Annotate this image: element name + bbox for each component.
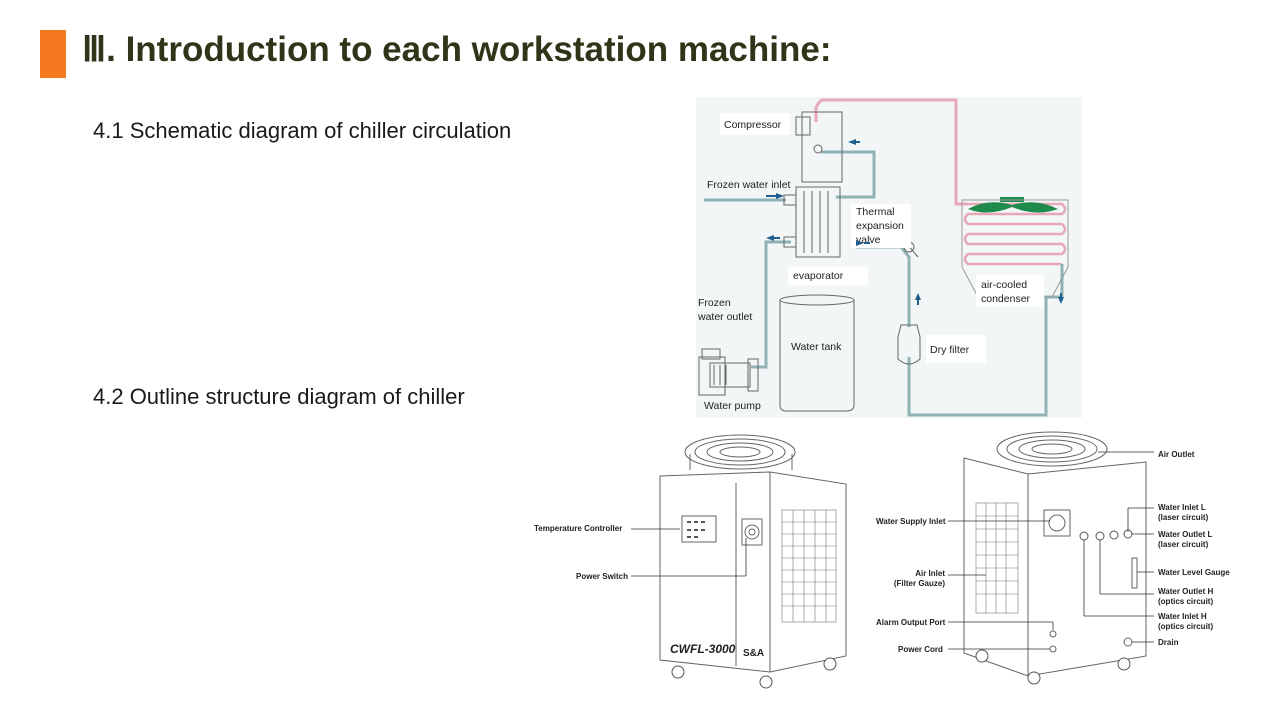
chiller-front-view: CWFL-3000 S&A Temperature Controller Pow… (534, 434, 847, 689)
label-condenser-2: condenser (981, 293, 1031, 305)
rear-fan-guard (996, 431, 1108, 467)
model-label: CWFL-3000 (670, 642, 736, 656)
rear-wheels (975, 649, 1131, 685)
section-label-outline: 4.2 Outline structure diagram of chiller (93, 384, 465, 409)
callout-alarm-output-port: Alarm Output Port (876, 618, 946, 627)
rear-callout-lines (948, 451, 1154, 650)
callout-air-inlet-2: (Filter Gauze) (894, 579, 945, 588)
label-water-tank: Water tank (791, 341, 842, 353)
evaporator (783, 186, 841, 258)
callout-water-inlet-l-1: Water Inlet L (1158, 503, 1206, 512)
title-accent-bar (40, 30, 66, 78)
water-pump (698, 348, 759, 396)
label-frozen-water-inlet: Frozen water inlet (707, 179, 791, 191)
slide-title: Ⅲ. Introduction to each workstation mach… (82, 30, 832, 69)
label-frozen-outlet-1: Frozen (698, 297, 731, 309)
callout-water-inlet-h-1: Water Inlet H (1158, 612, 1207, 621)
callout-water-outlet-h-2: (optics circuit) (1158, 597, 1213, 606)
label-tev-2: expansion (856, 220, 904, 232)
callout-water-inlet-l-2: (laser circuit) (1158, 513, 1209, 522)
label-evaporator: evaporator (793, 270, 844, 282)
front-side-grille (781, 509, 837, 623)
water-level-gauge (1131, 557, 1138, 589)
label-condenser-1: air-cooled (981, 279, 1027, 291)
rear-cabinet (963, 457, 1147, 677)
power-cord-socket (1049, 645, 1057, 653)
front-wheels (671, 657, 837, 689)
rear-side-grille (975, 502, 1019, 614)
flow-arrows (766, 139, 1064, 305)
water-tank (779, 294, 855, 412)
condenser-coil (963, 202, 1067, 266)
drain-plug (1123, 637, 1133, 647)
water-supply-inlet (1043, 509, 1071, 537)
callout-water-supply-inlet: Water Supply Inlet (876, 517, 946, 526)
callout-drain: Drain (1158, 638, 1179, 647)
callout-power-switch: Power Switch (576, 572, 628, 581)
callout-water-outlet-h-1: Water Outlet H (1158, 587, 1213, 596)
callout-water-outlet-l-1: Water Outlet L (1158, 530, 1212, 539)
front-fan-guard (684, 434, 796, 470)
label-dry-filter: Dry filter (930, 344, 970, 356)
callout-water-outlet-l-2: (laser circuit) (1158, 540, 1209, 549)
label-tev-1: Thermal (856, 206, 895, 218)
chiller-rear-view: Water Supply Inlet Air Inlet (Filter Gau… (876, 431, 1230, 685)
rear-water-connectors (1079, 529, 1133, 541)
label-water-pump: Water pump (704, 400, 761, 412)
chiller-schematic-diagram: Compressor Frozen water inlet evaporator… (696, 97, 1082, 418)
section-label-schematic: 4.1 Schematic diagram of chiller circula… (93, 118, 512, 143)
dry-filter (897, 324, 921, 365)
callout-power-cord: Power Cord (898, 645, 943, 654)
condenser-housing (961, 199, 1069, 298)
callout-water-level-gauge: Water Level Gauge (1158, 568, 1230, 577)
label-frozen-outlet-2: water outlet (697, 311, 752, 323)
temperature-controller-panel (681, 515, 717, 543)
callout-temperature-controller: Temperature Controller (534, 524, 622, 533)
callout-water-inlet-h-2: (optics circuit) (1158, 622, 1213, 631)
callout-air-inlet-1: Air Inlet (915, 569, 945, 578)
brand-label: S&A (743, 648, 764, 659)
power-switch (741, 518, 763, 546)
label-compressor: Compressor (724, 119, 782, 131)
compressor (795, 111, 843, 183)
alarm-output-port (1049, 630, 1057, 638)
callout-air-outlet: Air Outlet (1158, 450, 1195, 459)
